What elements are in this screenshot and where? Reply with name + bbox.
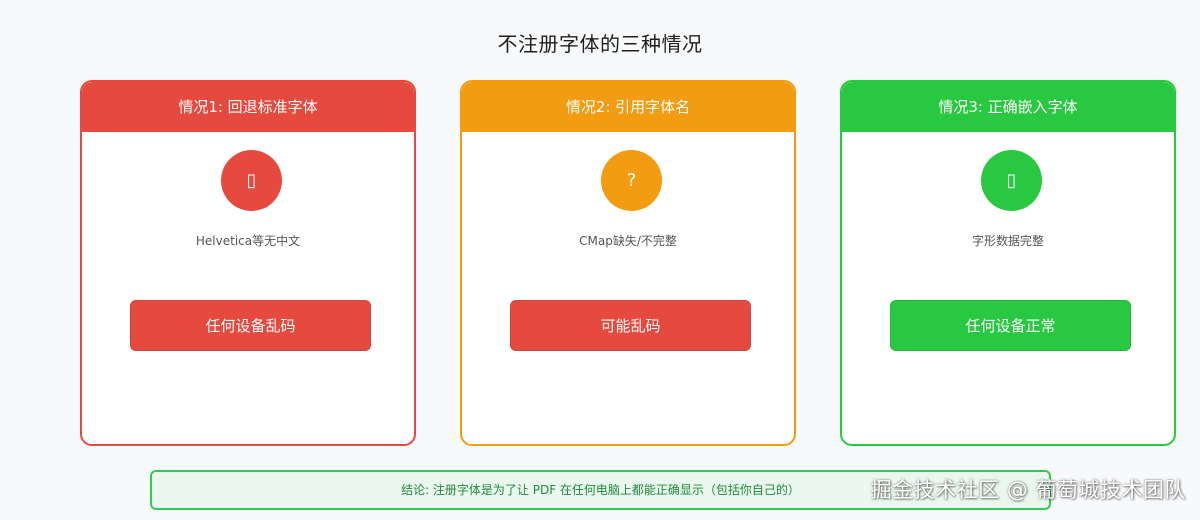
case-card-2: 情况2: 引用字体名 ? CMap缺失/不完整 可能乱码 [460, 80, 796, 446]
case-card-1: 情况1: 回退标准字体 ▯ Helvetica等无中文 任何设备乱码 [80, 80, 416, 446]
case-description: CMap缺失/不完整 [579, 234, 677, 248]
watermark: 掘金技术社区 @ 葡萄城技术团队 [870, 478, 1186, 502]
conclusion-banner: 结论: 注册字体是为了让 PDF 在任何电脑上都能正确显示（包括你自己的） [150, 470, 1051, 510]
empty-box-icon: ▯ [221, 150, 282, 211]
case-card-header: 情况3: 正确嵌入字体 [842, 82, 1174, 132]
case-card-3: 情况3: 正确嵌入字体 ▯ 字形数据完整 任何设备正常 [840, 80, 1176, 446]
case-card-header: 情况2: 引用字体名 [462, 82, 794, 132]
result-button[interactable]: 任何设备乱码 [130, 300, 371, 351]
result-button[interactable]: 任何设备正常 [890, 300, 1131, 351]
page-title: 不注册字体的三种情况 [497, 32, 703, 56]
result-button[interactable]: 可能乱码 [510, 300, 751, 351]
case-description: Helvetica等无中文 [195, 234, 301, 248]
question-mark-icon: ? [601, 150, 662, 211]
empty-box-icon: ▯ [981, 150, 1042, 211]
case-card-header: 情况1: 回退标准字体 [82, 82, 414, 132]
case-description: 字形数据完整 [971, 234, 1044, 248]
